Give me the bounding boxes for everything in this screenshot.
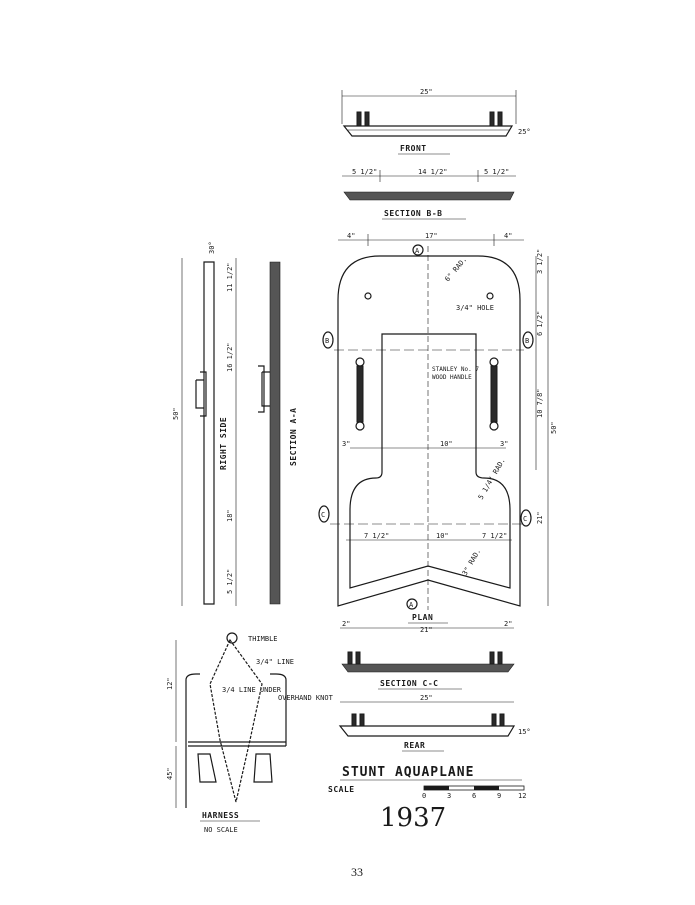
front-angle-dim: 25°: [518, 128, 531, 136]
scale-mark-0: 0: [422, 792, 426, 800]
harness-subtitle: NO SCALE: [204, 826, 238, 834]
svg-text:C: C: [321, 511, 325, 519]
marker-c-left: C: [318, 505, 330, 523]
svg-text:C: C: [523, 515, 527, 523]
svg-text:B: B: [525, 337, 529, 345]
title-block: STUNT AQUAPLANE SCALE 0 3 6 9 12 1937: [328, 765, 526, 833]
harness-dim-top: 12": [166, 677, 174, 690]
section-bb-dim-left: 5 1/2": [352, 168, 377, 176]
marker-a-top: A: [412, 244, 424, 256]
scale-label: SCALE: [328, 785, 355, 794]
marker-b-right: B: [522, 331, 534, 349]
harness-thimble: THIMBLE: [248, 635, 278, 643]
plan-dim-top-left: 4": [347, 232, 355, 240]
plan-rad-small: 3" RAD.: [461, 547, 483, 577]
scale-mark-1: 3: [447, 792, 451, 800]
right-side-dim-mid: 16 1/2": [226, 342, 234, 372]
section-bb-dim-mid: 14 1/2": [418, 168, 448, 176]
marker-c-right: C: [520, 509, 532, 527]
scale-mark-2: 6: [472, 792, 476, 800]
svg-text:A: A: [409, 601, 414, 609]
front-width-dim: 25": [420, 88, 433, 96]
plan-dim-right-mid: 6 1/2": [536, 311, 544, 336]
plan-dim-center: 10": [440, 440, 453, 448]
thimble-icon: [226, 632, 238, 644]
drawing-title: STUNT AQUAPLANE: [342, 765, 474, 780]
section-aa-view: SECTION A-A: [258, 261, 298, 605]
plan-rad-5: 5 1/4" RAD.: [477, 457, 507, 501]
section-cc-view: 2" 2" SECTION C-C: [340, 620, 515, 690]
plan-dim-low-left: 7 1/2": [364, 532, 389, 540]
scale-mark-3: 9: [497, 792, 501, 800]
harness-view: THIMBLE 3/4" LINE 3/4 LINE UNDER OVERHAN…: [166, 632, 334, 834]
plan-hole-note: 3/4" HOLE: [456, 304, 494, 312]
section-bb-dim-right: 5 1/2": [484, 168, 509, 176]
plan-dim-top-mid: 17": [425, 232, 438, 240]
section-aa-title: SECTION A-A: [289, 408, 298, 466]
plan-dim-right-3: 3": [500, 440, 508, 448]
plan-radius-note: 6" RAD.: [443, 256, 468, 284]
harness-line: 3/4" LINE: [256, 658, 294, 666]
plan-dim-right-len: 10 7/8": [536, 388, 544, 418]
page-number: 33: [351, 865, 363, 879]
section-cc-title: SECTION C-C: [380, 679, 438, 688]
plan-dim-low-mid: 10": [436, 532, 449, 540]
front-view: 25" 25° FRONT: [341, 88, 531, 155]
scale-bar: 0 3 6 9 12: [422, 785, 526, 800]
handle-right: [489, 357, 499, 431]
section-bb-title: SECTION B-B: [384, 209, 442, 218]
scale-mark-4: 12: [518, 792, 526, 800]
handle-left: [355, 357, 365, 431]
rear-width-dim: 25": [420, 694, 433, 702]
rear-angle-dim: 15°: [518, 728, 531, 736]
plan-dim-low-right: 7 1/2": [482, 532, 507, 540]
right-side-title: RIGHT SIDE: [219, 417, 228, 470]
harness-dim-side: 45": [166, 767, 174, 780]
plan-dim-top-right: 4": [504, 232, 512, 240]
rear-title: REAR: [404, 741, 425, 750]
plan-dim-right-top: 3 1/2": [536, 249, 544, 274]
plan-handle-note: STANLEY No. 7 WOOD HANDLE: [432, 366, 479, 381]
section-cc-dim-right: 2": [504, 620, 512, 628]
harness-title: HARNESS: [202, 811, 239, 820]
rear-view: 25" 15° REAR: [338, 694, 531, 752]
section-cc-dim-left: 2": [342, 620, 350, 628]
marker-b-left: B: [322, 331, 334, 349]
drawing-year: 1937: [380, 803, 446, 833]
plan-title: PLAN: [412, 613, 433, 622]
right-side-dim-bottom: 5 1/2": [226, 569, 234, 594]
right-side-dim-angle: 30°: [208, 241, 216, 254]
harness-line-under: 3/4 LINE UNDER: [222, 686, 282, 694]
section-bb-view: 5 1/2" 14 1/2" 5 1/2" SECTION B-B: [342, 168, 516, 220]
right-side-dim-total: 50": [172, 407, 180, 420]
plan-dim-left-3: 3": [342, 440, 350, 448]
right-side-dim-low: 18": [226, 509, 234, 522]
harness-knot: OVERHAND KNOT: [278, 694, 334, 702]
right-side-view: 50" 11 1/2" 16 1/2" 18" 5 1/2" 30° RIGHT…: [172, 241, 237, 606]
marker-a-bottom: A: [406, 598, 418, 610]
plan-dim-total: 50": [550, 421, 558, 434]
plan-view: 4" 17" 4" A A: [318, 232, 558, 634]
svg-text:B: B: [325, 337, 329, 345]
plan-dim-right-low: 21": [536, 511, 544, 524]
svg-text:A: A: [415, 247, 420, 255]
plan-width: 21": [420, 626, 433, 634]
right-side-dim-top: 11 1/2": [226, 262, 234, 292]
front-title: FRONT: [400, 144, 427, 153]
